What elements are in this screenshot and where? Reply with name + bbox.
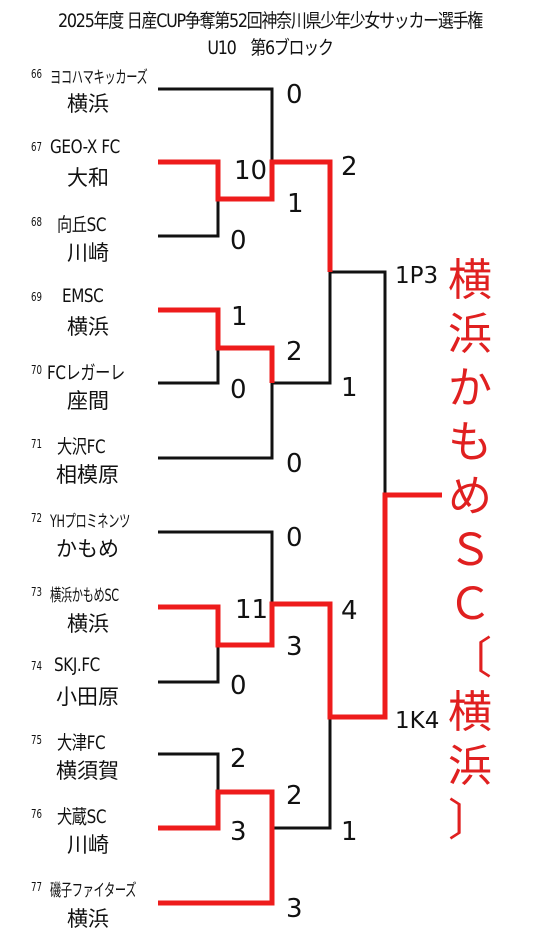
- team-number: 70: [31, 363, 43, 377]
- page-title: 2025年度 日産CUP争奪第52回神奈川県少年少女サッカー選手権 U10 第6…: [58, 10, 483, 59]
- champion-name: 横 浜 か も め Ｓ Ｃ 〔 横 浜 〕: [444, 254, 496, 848]
- champion-char: 横: [448, 255, 492, 306]
- path-sf2-bottom: [272, 717, 332, 830]
- team-city: 横浜: [67, 315, 109, 339]
- path-team-74: [158, 645, 220, 684]
- champion-char: 〔: [448, 633, 492, 684]
- champion-char: も: [448, 417, 492, 468]
- team-city: 横浜: [67, 907, 109, 931]
- score-final-top: 1P3: [395, 263, 439, 289]
- team-city: 横浜: [67, 612, 109, 636]
- score-r1-m4-top: 2: [230, 744, 247, 774]
- team-name: 大沢FC: [57, 436, 106, 458]
- score-r1-m3-top: 11: [235, 595, 269, 625]
- team-number: 77: [31, 880, 43, 894]
- score-sf-m1-top: 2: [341, 152, 358, 182]
- team-name: SKJ.FC: [54, 654, 100, 676]
- team-name: FCレガーレ: [47, 362, 125, 384]
- champion-char: か: [448, 363, 492, 414]
- team-city: かもめ: [56, 537, 119, 561]
- path-team-69: [158, 307, 275, 383]
- team-city: 小田原: [56, 685, 119, 709]
- score-sf-m2-top: 4: [341, 596, 358, 626]
- score-r2-m2-bottom: 0: [286, 449, 303, 479]
- score-r2-m2-top: 2: [286, 337, 303, 367]
- score-r2-m1-top: 0: [286, 80, 303, 110]
- champion-char: 横: [448, 687, 492, 738]
- score-r1-m2-bottom: 0: [230, 375, 247, 405]
- team-name: 大津FC: [57, 732, 106, 754]
- path-team-68: [158, 199, 220, 238]
- team-number: 69: [31, 290, 43, 304]
- champion-char: 浜: [448, 741, 492, 792]
- team-name: 向丘SC: [57, 214, 107, 236]
- team-city: 川崎: [67, 833, 109, 857]
- team-name: YHプロミネンツ: [50, 512, 130, 532]
- score-r2-m1-bottom: 1: [287, 189, 304, 219]
- path-team-73: [158, 492, 442, 720]
- path-sf1-bottom: [272, 272, 332, 385]
- score-r2-m3-bottom: 3: [286, 632, 303, 662]
- team-name: GEO-X FC: [50, 136, 120, 158]
- score-r1-m2-top: 1: [231, 302, 248, 332]
- team-city: 大和: [67, 166, 109, 190]
- path-team-70: [158, 348, 220, 385]
- path-team-71: [158, 383, 274, 460]
- losing-paths: [158, 87, 387, 830]
- path-team-72: [158, 530, 274, 604]
- team-number: 67: [31, 140, 43, 154]
- score-r1-m1-top: 10: [234, 156, 268, 186]
- team-name: 犬蔵SC: [57, 806, 107, 828]
- team-number: 66: [31, 67, 43, 81]
- team-number: 71: [31, 437, 43, 451]
- team-name: 横浜かもめSC: [50, 586, 119, 606]
- team-number: 72: [31, 511, 43, 525]
- path-final-top: [330, 270, 387, 495]
- champion-char: 浜: [448, 309, 492, 360]
- score-r2-m4-bottom: 3: [286, 894, 303, 924]
- team-number: 73: [31, 585, 43, 599]
- score-r1-m3-bottom: 0: [230, 671, 247, 701]
- champion-char: 〕: [448, 795, 492, 846]
- team-name: EMSC: [62, 285, 104, 307]
- team-city: 横浜: [67, 92, 109, 116]
- path-team-75: [158, 752, 220, 792]
- team-city: 横須賀: [56, 759, 119, 783]
- score-sf-m2-bottom: 1: [341, 817, 358, 847]
- champion-char: Ｃ: [448, 579, 492, 630]
- path-team-77: [158, 828, 275, 906]
- score-r2-m3-top: 0: [286, 523, 303, 553]
- score-r1-m1-bottom: 0: [230, 226, 247, 256]
- champion-char: Ｓ: [448, 525, 492, 576]
- team-number: 68: [31, 215, 43, 229]
- team-name: ヨコハマキッカーズ: [50, 68, 148, 88]
- path-team-76: [158, 789, 275, 831]
- score-sf-m1-bottom: 1: [341, 373, 358, 403]
- path-team-66: [158, 87, 274, 175]
- team-number: 76: [31, 807, 43, 821]
- team-name: 磯子ファイターズ: [50, 881, 137, 901]
- score-r2-m4-top: 2: [286, 781, 303, 811]
- team-city: 座間: [67, 389, 109, 413]
- winning-paths: [158, 159, 442, 906]
- score-final-bottom: 1K4: [395, 708, 440, 734]
- team-number: 75: [31, 733, 43, 747]
- score-r1-m4-bottom: 3: [230, 817, 247, 847]
- path-team-67: [158, 159, 333, 272]
- champion-char: め: [448, 471, 492, 522]
- team-city: 相模原: [56, 463, 119, 487]
- team-city: 川崎: [67, 241, 109, 265]
- team-number: 74: [31, 659, 43, 673]
